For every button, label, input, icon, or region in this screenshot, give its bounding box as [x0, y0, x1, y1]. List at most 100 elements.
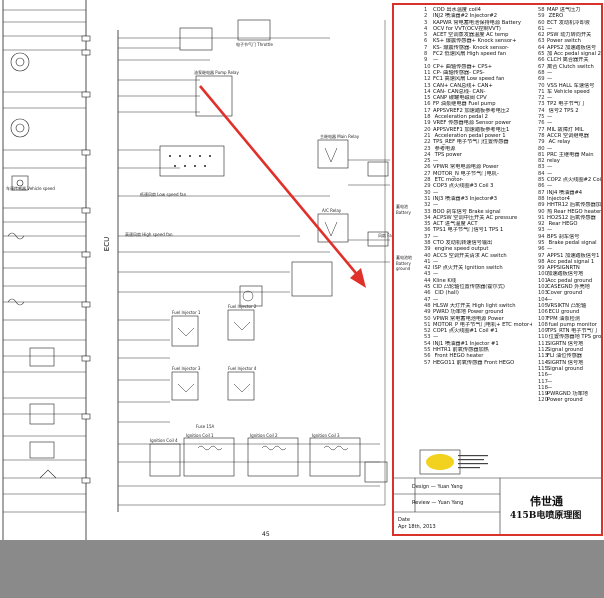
label-pump-relay: 油泵继电器 Pump Relay — [194, 70, 239, 75]
pin-description: Kline K线 — [433, 277, 457, 284]
pin-number: 109 — [538, 328, 548, 335]
pin-number: 51 — [424, 321, 431, 328]
legend-row: 47— — [424, 297, 532, 303]
pin-number: 84 — [538, 170, 545, 177]
pin-number: 27 — [424, 170, 431, 177]
review-label: Review — [412, 500, 430, 506]
pin-number: 63 — [538, 38, 545, 45]
design-row: Design — Yuan Yang — [412, 484, 463, 490]
legend-row: 102CASEGND 外壳地 — [538, 284, 601, 290]
pin-description: PRC 主继电器 Main — [547, 151, 594, 158]
pin-description: CLCH 离合器开关 — [547, 57, 589, 64]
legend-row: 76— — [538, 120, 601, 126]
pin-number: 54 — [424, 340, 431, 347]
label-fan: 风扇 Fan — [378, 233, 395, 238]
pin-number: 91 — [538, 214, 545, 221]
legend-row: 24 TPS power — [424, 152, 532, 158]
pin-number: 75 — [538, 114, 545, 121]
legend-row: 9— — [424, 57, 532, 63]
label-ignition-coil-3: Ignition Coil 3 — [312, 433, 340, 438]
pin-number: 48 — [424, 302, 431, 309]
pin-description: ACPSW 空调中压开关 AC pressure — [433, 214, 518, 221]
pin-description: HLSW 大灯开关 High light switch — [433, 302, 516, 309]
pin-number: 92 — [538, 221, 545, 228]
legend-row: 119PWRGND 功率地 — [538, 391, 601, 397]
pin-description: TPS_RTN 电子节气门 — [547, 328, 598, 335]
pin-description: Power switch — [547, 38, 581, 45]
pin-number: 8 — [424, 51, 428, 58]
pin-description: MOTOR_P 电子节气门电机+ ETC motor+ — [433, 321, 532, 328]
legend-row: 18 Acceleration pedal 2 — [424, 114, 532, 120]
pin-description: MOTOR_N 电子节气门电机- — [433, 170, 499, 177]
pin-number: 82 — [538, 158, 545, 165]
pin-description: SIGRTN 信号地 — [547, 340, 584, 347]
pin-description: — — [433, 334, 439, 341]
pin-description: VREF 传感器电源 Sensor power — [433, 120, 512, 127]
label-throttle: 电子节气门 Throttle — [236, 42, 273, 47]
pin-number: 12 — [424, 76, 431, 83]
pin-number: 64 — [538, 44, 545, 51]
pin-description: APPS2 加速踏板信号 — [547, 44, 597, 51]
pin-number: 53 — [424, 334, 431, 341]
pin-description: — — [547, 170, 553, 177]
legend-row: 86— — [538, 183, 601, 190]
pin-number: 1 — [424, 7, 428, 13]
legend-row: 107FPM 油泵检测 — [538, 316, 601, 322]
pin-description: APPS1 加速踏板信号1 — [547, 252, 600, 259]
pin-description: ACCR 空调继电器 — [547, 132, 589, 139]
pin-number: 34 — [424, 214, 431, 221]
pin-description: TPS1 电子节气门信号1 TPS 1 — [433, 227, 504, 234]
legend-row: 25— — [424, 158, 532, 164]
pin-description: — — [433, 258, 439, 265]
pin-description: — — [433, 233, 439, 240]
label-ignition-coil-1: Ignition Coil 1 — [186, 433, 214, 438]
pin-number: 114 — [538, 359, 548, 366]
pin-number: 105 — [538, 302, 548, 309]
legend-row: 43— — [424, 271, 532, 277]
pin-number: 19 — [424, 120, 431, 127]
pin-number: 112 — [538, 347, 548, 354]
pin-number: 47 — [424, 296, 431, 303]
pin-description: COP3 点火线圈#3 Coil 3 — [433, 183, 494, 190]
company-name: 伟世通 — [530, 495, 563, 508]
pin-description: CID 凸轮轴位置传感器(霍尔式) — [433, 284, 505, 291]
pin-number: 28 — [424, 177, 431, 184]
page-number: 45 — [262, 531, 270, 538]
pin-description: — — [547, 145, 553, 152]
pin-description: KAPWR 常电蓄电池保持电源 Battery — [433, 19, 521, 26]
pin-description: Power ground — [547, 397, 583, 404]
pin-number: 86 — [538, 183, 545, 190]
wiring-schematic — [2, 0, 603, 540]
pin-description: — — [547, 95, 553, 102]
pin-number: 5 — [424, 32, 428, 39]
pin-description: ACCS 空调开关请求 AC switch — [433, 252, 507, 259]
pin-description: AC relay — [547, 139, 571, 146]
pin-number: 10 — [424, 63, 431, 70]
pin-description: ISP 点火开关 Ignition switch — [433, 265, 503, 272]
pin-description: fuel pump monitor — [547, 321, 597, 328]
pin-number: 68 — [538, 69, 545, 76]
legend-row: 53— — [424, 334, 532, 340]
pin-description: — — [547, 183, 553, 190]
label-fuse: Fuse 15A — [196, 424, 215, 429]
pin-number: 117 — [538, 378, 548, 385]
pin-number: 21 — [424, 132, 431, 139]
ecu-side-label: ECU — [103, 236, 112, 252]
